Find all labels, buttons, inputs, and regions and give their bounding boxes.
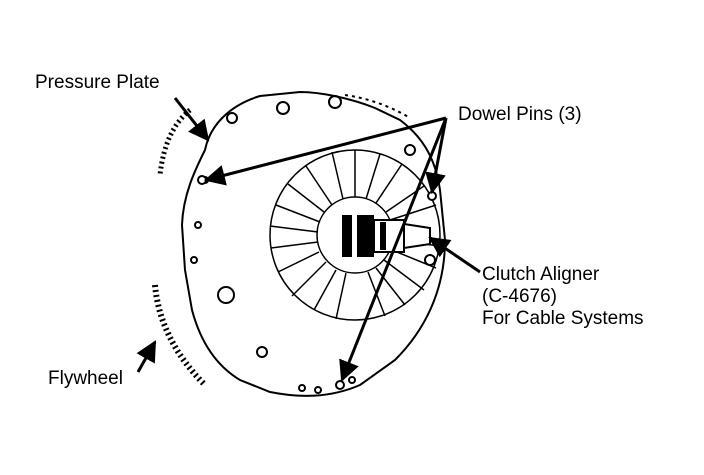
- clutch-aligner-line-2: (C-4676): [482, 286, 557, 307]
- dowel-pin-arrow-bottom: [339, 117, 448, 382]
- dowel-pin-arrow-right: [425, 117, 448, 195]
- clutch-aligner-tool: [342, 215, 431, 257]
- clutch-aligner-label: Clutch Aligner (C-4676) For Cable System…: [482, 264, 644, 330]
- clutch-aligner-line-3: For Cable Systems: [482, 308, 644, 329]
- pressure-plate-arrow: [173, 97, 210, 142]
- rim-holes: [190, 95, 436, 394]
- diaphragm-spring: [269, 149, 441, 321]
- flywheel-label: Flywheel: [48, 368, 123, 389]
- clutch-aligner-arrow: [428, 236, 481, 274]
- pressure-plate-outline: [180, 90, 447, 397]
- dowel-pin-arrow-left: [203, 116, 447, 186]
- pressure-plate-label: Pressure Plate: [35, 72, 160, 93]
- dowel-pins-label: Dowel Pins (3): [458, 104, 582, 125]
- clutch-aligner-line-1: Clutch Aligner: [482, 264, 600, 285]
- flywheel-arrow: [136, 340, 157, 373]
- flywheel-ring: [152, 94, 411, 388]
- leader-arrows: [136, 97, 481, 382]
- dowel-pins: [197, 175, 437, 390]
